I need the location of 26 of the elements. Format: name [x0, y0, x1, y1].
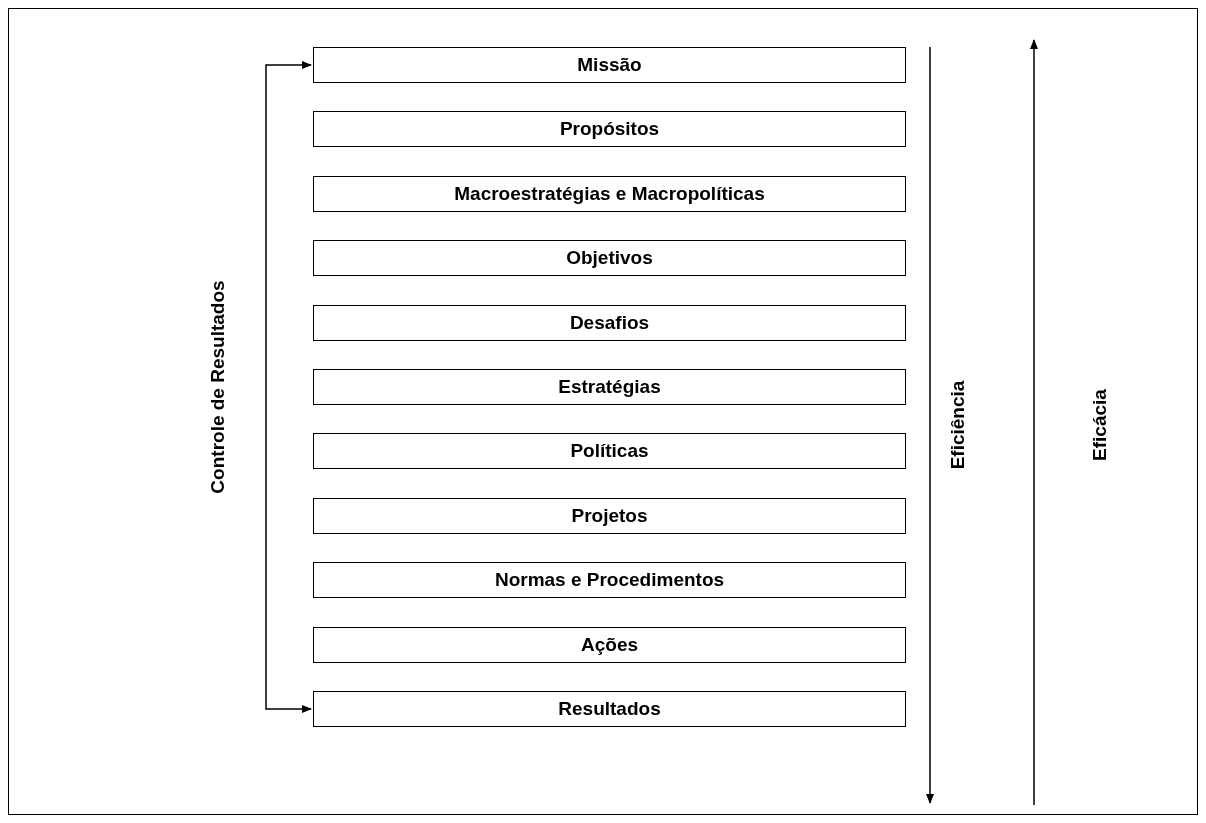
level-box	[313, 691, 906, 727]
level-box	[313, 369, 906, 405]
level-label: Missão	[577, 54, 642, 76]
level-box	[313, 240, 906, 277]
level-box	[313, 626, 906, 663]
edge-label: Controle de Resultados	[207, 280, 229, 494]
level-box	[313, 497, 906, 534]
level-label: Ações	[581, 633, 638, 656]
level-label: Propósitos	[559, 118, 660, 141]
level-box	[313, 47, 906, 83]
level-label: Desafios	[569, 311, 650, 334]
level-label: Objetivos	[566, 247, 653, 270]
level-box	[313, 562, 906, 599]
level-box	[313, 433, 906, 470]
level-box	[313, 304, 906, 341]
level-label: Projetos	[571, 504, 648, 527]
level-label: Normas e Procedimentos	[494, 569, 725, 592]
level-box	[313, 111, 906, 148]
level-label: Políticas	[570, 440, 649, 463]
level-box	[313, 175, 906, 212]
axis-label: Eficiência	[947, 380, 969, 470]
level-label: Macroestratégias e Macropolíticas	[454, 182, 765, 205]
bracket-arrow	[265, 61, 312, 713]
axis-label: Eficácia	[1089, 389, 1111, 461]
level-label: Estratégias	[558, 376, 661, 398]
level-label: Resultados	[558, 698, 661, 720]
